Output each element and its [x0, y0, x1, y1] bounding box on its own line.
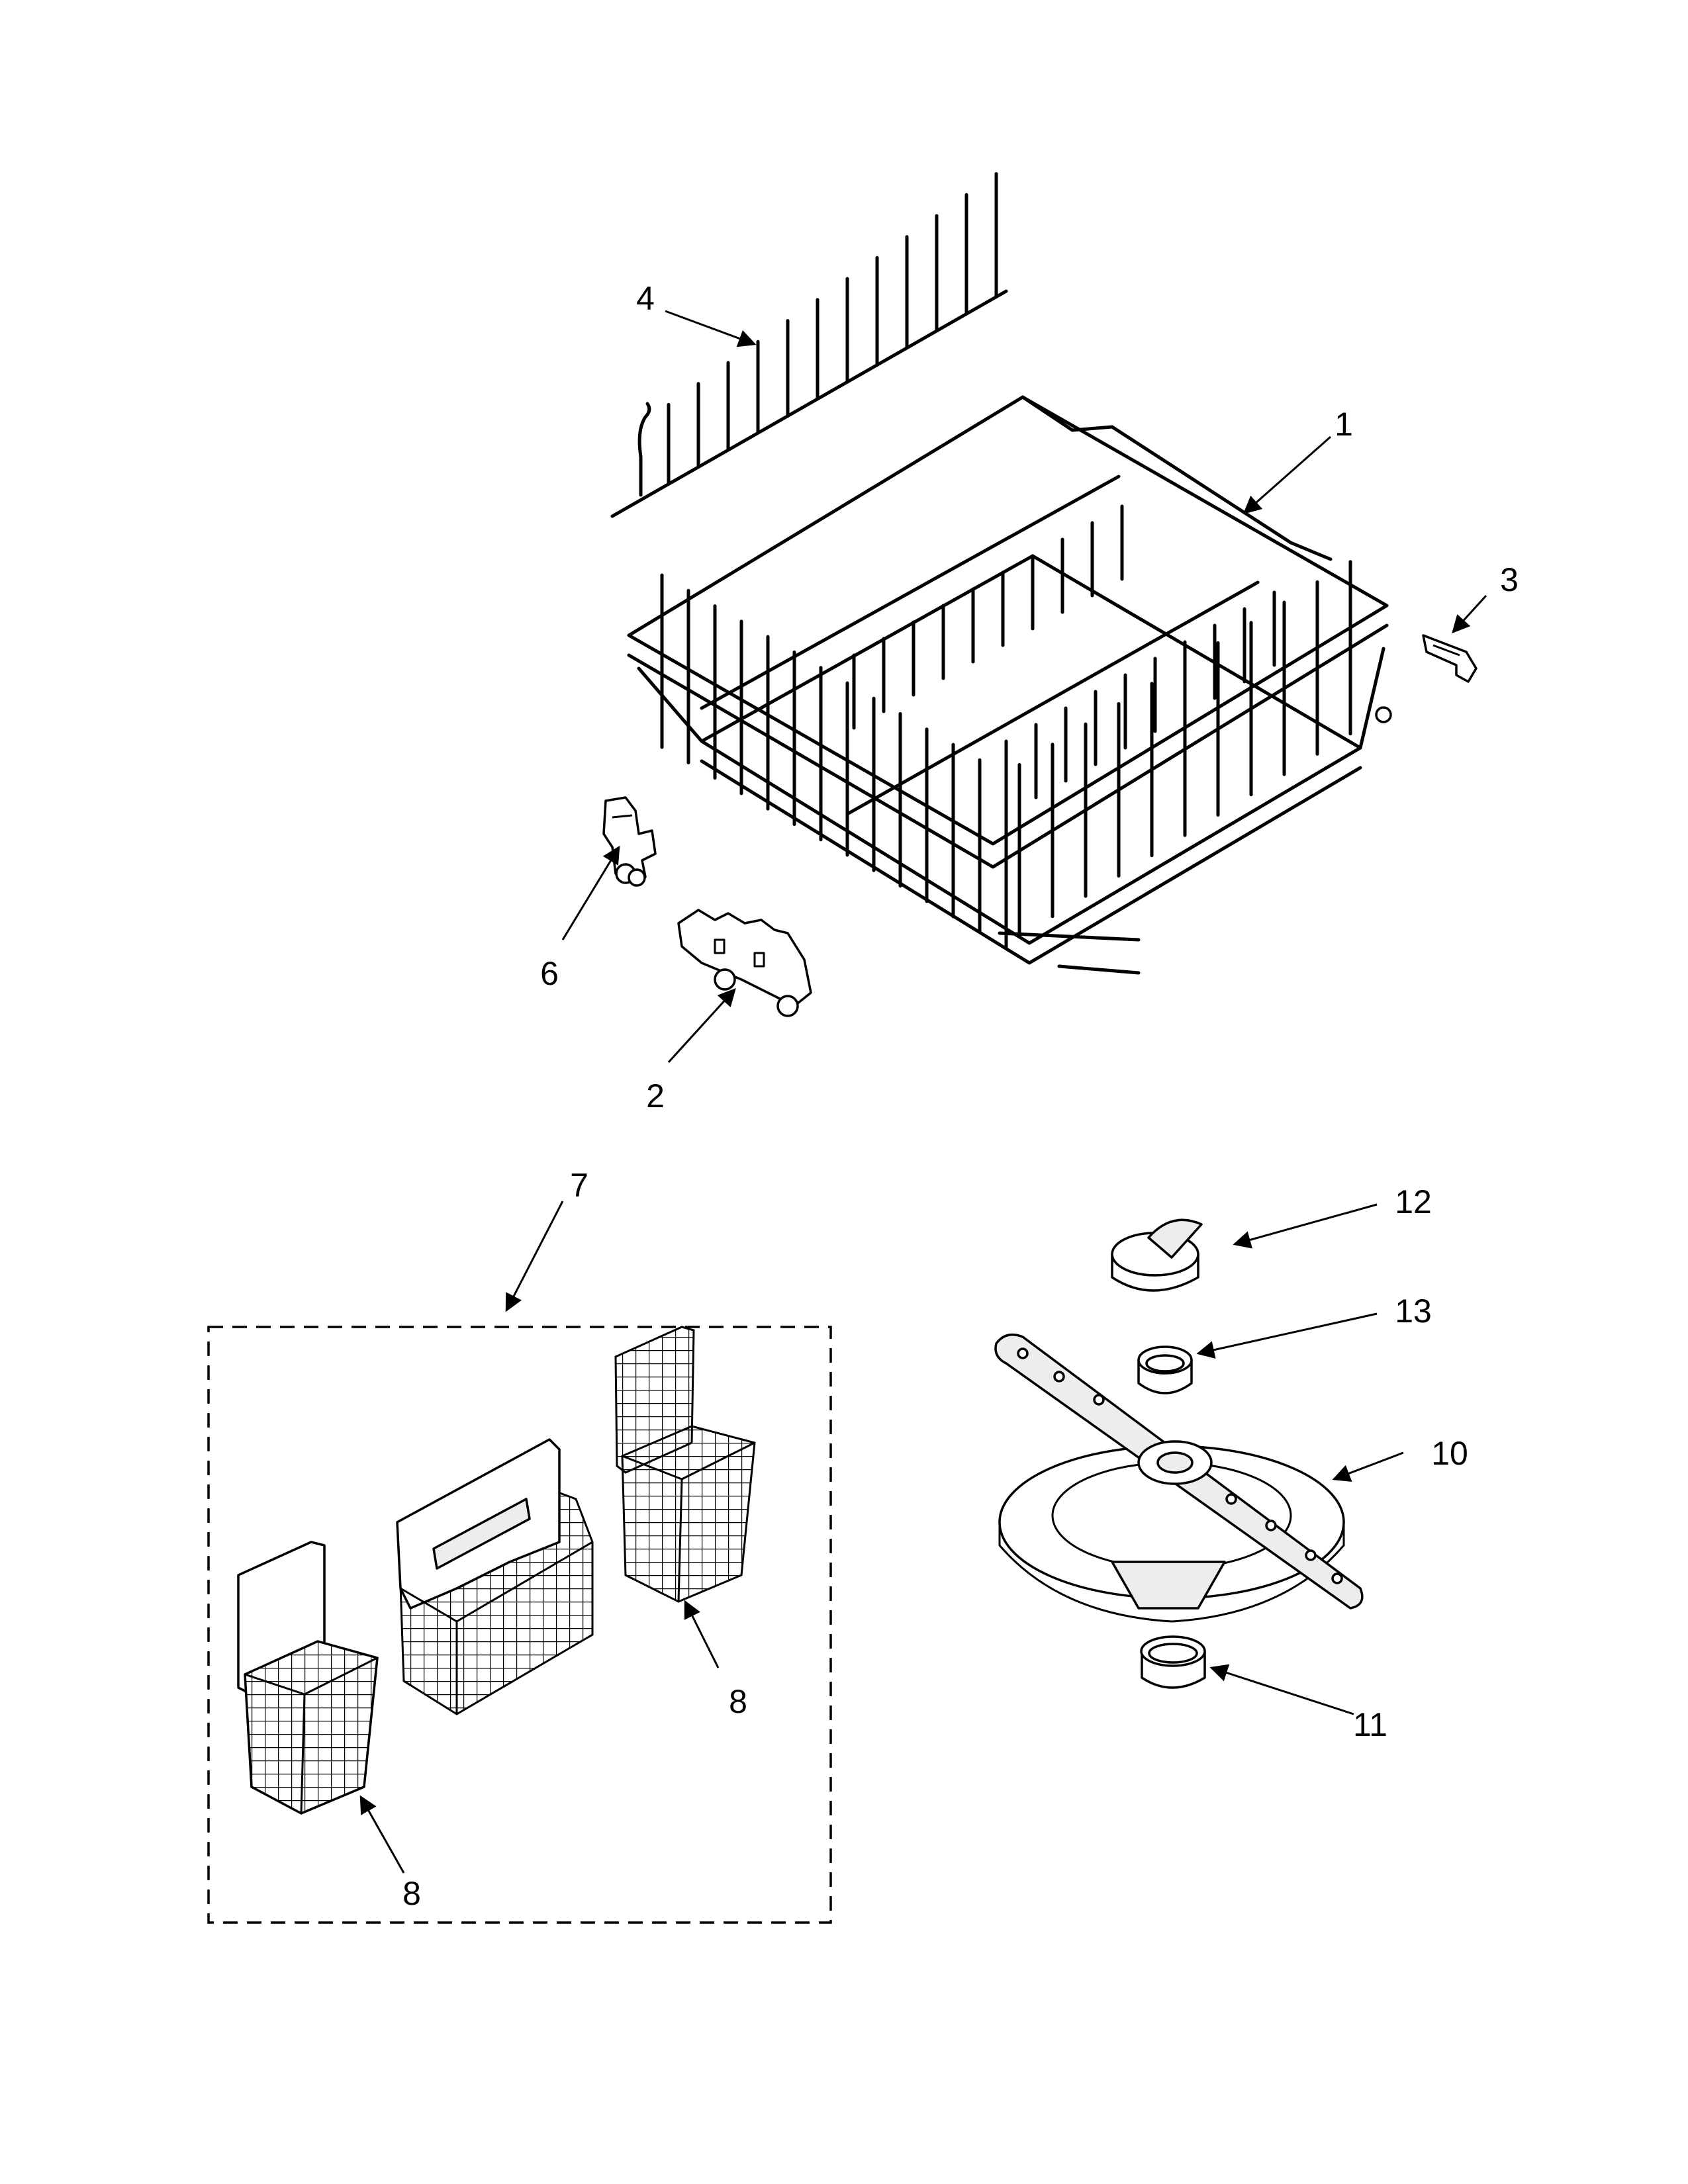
roller-assembly-part-2 [677, 909, 812, 1017]
callout-labels: 1 2 3 4 6 7 8 8 10 11 12 13 [402, 280, 1519, 1912]
spray-arm [994, 1333, 1364, 1610]
cap-part-12 [1111, 1218, 1203, 1292]
clip-part-3 [1422, 634, 1477, 683]
label-7: 7 [570, 1167, 588, 1204]
spray-nozzle [1305, 1549, 1317, 1561]
label-12: 12 [1395, 1183, 1432, 1220]
label-6: 6 [540, 955, 559, 992]
label-13: 13 [1395, 1293, 1432, 1330]
leader-lines [359, 310, 1487, 1874]
small-basket-left [237, 1541, 379, 1815]
label-2: 2 [646, 1077, 665, 1115]
label-11: 11 [1353, 1706, 1387, 1743]
rack-verticals [660, 560, 1352, 950]
spray-manifold-part-10 [998, 1445, 1345, 1623]
large-basket-center [396, 1438, 594, 1715]
spray-arm-nozzles [1017, 1347, 1343, 1584]
label-1: 1 [1335, 406, 1353, 443]
small-basket-right [614, 1326, 756, 1603]
silverware-assembly-box [207, 1326, 832, 1924]
spray-nozzle [1053, 1371, 1065, 1383]
lower-dishrack-part [627, 395, 1392, 975]
roller-clip-part-6 [602, 796, 657, 887]
ring-part-13 [1137, 1345, 1193, 1394]
spray-nozzle [1225, 1493, 1237, 1505]
seal-part-11 [1140, 1635, 1206, 1689]
rack-tines [852, 504, 1276, 816]
label-3: 3 [1500, 561, 1519, 598]
spray-nozzle [1331, 1572, 1343, 1584]
spray-nozzle [1093, 1394, 1105, 1406]
spray-nozzle [1017, 1347, 1029, 1359]
label-8a: 8 [729, 1683, 747, 1720]
tine-row-part [610, 172, 1008, 518]
spray-nozzle [1265, 1520, 1277, 1531]
label-4: 4 [636, 280, 655, 317]
label-8b: 8 [402, 1875, 421, 1912]
tine-row-tines [667, 172, 998, 486]
label-10: 10 [1431, 1435, 1468, 1472]
